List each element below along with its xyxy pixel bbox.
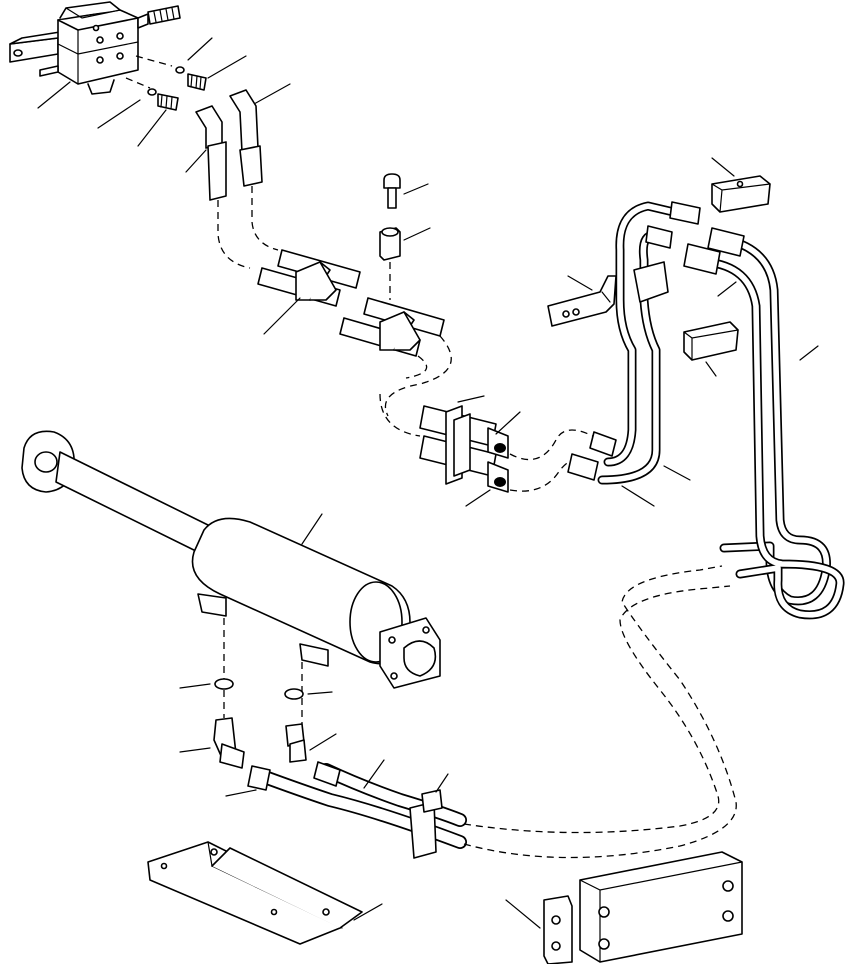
rigid-pipe-assembly xyxy=(683,227,845,620)
adapter-fitting xyxy=(157,73,207,111)
hose-clamp-block xyxy=(505,851,743,964)
o-ring xyxy=(147,88,157,96)
elbow-fitting xyxy=(179,717,337,769)
o-ring xyxy=(214,678,234,690)
o-ring xyxy=(175,66,185,74)
support-bracket xyxy=(547,261,669,327)
tube-with-clamp xyxy=(339,297,445,357)
callout-leaders-valve xyxy=(37,37,291,173)
spacer xyxy=(379,227,431,261)
hydraulic-cylinder xyxy=(21,430,441,689)
cylinder-support xyxy=(147,841,383,945)
clamp-bolt xyxy=(383,173,429,209)
pipe-clamp-block xyxy=(711,157,771,213)
control-valve xyxy=(9,1,181,95)
hose-assembly xyxy=(195,89,263,201)
o-ring xyxy=(284,688,304,700)
tube-with-clamp xyxy=(419,395,521,507)
pipe-clamp-block xyxy=(683,321,739,377)
hose-assembly xyxy=(225,759,467,859)
rigid-pipe-assembly xyxy=(567,201,701,507)
tube-with-clamp xyxy=(257,249,361,335)
